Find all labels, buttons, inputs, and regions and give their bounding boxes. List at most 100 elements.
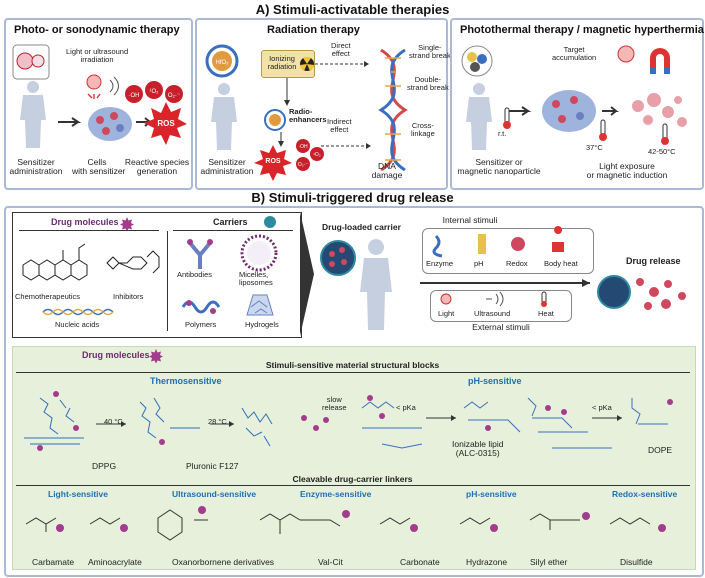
hfo2-particle-icon: HfO₂	[205, 44, 239, 78]
redox-sensitive-label: Redox-sensitive	[612, 489, 678, 499]
arrow-down	[278, 132, 284, 147]
human-body-icon	[360, 239, 392, 330]
chemotherapeutic-structure	[22, 243, 88, 281]
lamp-magnet-icon	[617, 45, 670, 74]
panel-title: Photothermal therapy / magnetic hyperthe…	[460, 24, 704, 36]
ionizing-label: Ionizing radiation	[267, 54, 297, 71]
green-drug-molecules-label: Drug molecules	[82, 350, 150, 360]
hydrogel-icon	[246, 294, 274, 316]
blocks-title: Stimuli-sensitive material structural bl…	[265, 360, 440, 370]
linker-aminoacrylate: Aminoacrylate	[88, 557, 142, 567]
cross-linkage-label: Cross- linkage	[411, 121, 435, 138]
hfo2-text: HfO₂	[216, 60, 230, 66]
dashed-arrow	[315, 61, 369, 67]
lamp-icon	[86, 74, 119, 99]
caption-cells: Cells with sensitizer	[72, 157, 126, 176]
ros-burst-icon: ROS	[144, 102, 187, 145]
chemotherapeutics-label: Chemotherapeutics	[15, 292, 81, 301]
drug-loaded-carrier-label: Drug-loaded carrier	[322, 222, 401, 232]
linker-hydrazone: Hydrazone	[466, 557, 508, 567]
cells-cluster-icon	[88, 107, 132, 141]
inhibitors-label: Inhibitors	[113, 292, 144, 301]
ph-strip-icon	[478, 234, 486, 254]
caption-sensitizer: Sensitizer administration	[200, 157, 254, 176]
species-oh: ·OH	[129, 93, 140, 99]
direct-effect-label: Direct effect	[331, 41, 351, 58]
linker-val-cit: Val-Cit	[318, 557, 343, 567]
caption-sensitizer-np: Sensitizer or magnetic nanoparticle	[457, 157, 541, 176]
ionizing-radiation-box: Ionizing radiation	[261, 50, 315, 78]
human-body-icon	[20, 81, 46, 148]
drug-release-label: Drug release	[626, 256, 681, 266]
dope-label: DOPE	[648, 445, 673, 455]
drug-molecule-icon	[120, 217, 134, 232]
arrow-down	[284, 78, 290, 106]
linker-structures	[25, 506, 666, 541]
carriers-label: Carriers	[213, 217, 248, 227]
enzyme-sensitive-label: Enzyme-sensitive	[300, 489, 372, 499]
thermo-structures	[24, 391, 329, 451]
temp-42-50-label: 42-50°C	[648, 147, 676, 156]
human-body-icon	[466, 83, 492, 150]
radiation-hazard-icon	[300, 56, 314, 71]
divider	[173, 230, 293, 231]
inhibitor-structure	[106, 250, 160, 274]
heat-label: Heat	[538, 309, 554, 318]
dashed-arrow	[321, 143, 371, 149]
arrow-icon	[602, 106, 619, 116]
ultrasound-label: Ultrasound	[474, 309, 511, 318]
ros-species: ·OH ¹O₂ O₂·⁻	[125, 81, 183, 103]
carrier-sphere-icon	[264, 216, 276, 228]
internal-stimuli-box	[422, 228, 594, 274]
species-oh: ·OH	[298, 144, 308, 150]
divider	[16, 485, 690, 486]
ultrasound-icon	[486, 291, 504, 307]
temp-28-label: 28 °C	[208, 417, 227, 426]
enzyme-icon	[432, 234, 443, 258]
drug-molecule-icon	[149, 349, 163, 364]
ros-text: ROS	[265, 158, 281, 165]
body-heat-label: Body heat	[544, 259, 578, 268]
linker-silyl-ether: Silyl ether	[530, 557, 568, 567]
panel-radiation-therapy: Radiation therapy HfO₂ Ionizing radiatio…	[195, 18, 451, 190]
redox-label: Redox	[506, 259, 528, 268]
thermometer-icon	[503, 107, 511, 129]
internal-stimuli-label: Internal stimuli	[442, 215, 498, 225]
caption-dna-damage: DNA damage	[371, 161, 403, 180]
linker-carbonate: Carbonate	[400, 557, 440, 567]
temp-37-label: 37°C	[586, 143, 603, 152]
ph-label: pH	[474, 259, 484, 268]
linker-carbamate: Carbamate	[32, 557, 75, 567]
light-sensitive-label: Light-sensitive	[48, 489, 108, 499]
hydrogels-label: Hydrogels	[245, 320, 279, 329]
ph-sensitive-label: pH-sensitive	[468, 376, 522, 386]
panel-photothermal: Photothermal therapy / magnetic hyperthe…	[450, 18, 704, 190]
arrow-release	[420, 279, 590, 287]
target-accumulation-label: Target accumulation	[552, 45, 597, 62]
nanoparticle-icon	[461, 45, 493, 77]
species-o2-radical: O₂·⁻	[168, 93, 180, 99]
arrow-icon	[508, 106, 532, 116]
divider-vertical	[167, 231, 168, 331]
dppg-label: DPPG	[92, 461, 117, 471]
pluronic-label: Pluronic F127	[186, 461, 239, 471]
ionizable-lipid-label: Ionizable lipid (ALC-0315)	[452, 439, 504, 458]
hfo2-particle-small	[264, 109, 286, 131]
light-label: Light	[438, 309, 455, 318]
antibodies-label: Antibodies	[177, 270, 213, 279]
drug-loaded-carrier-icon	[320, 240, 356, 276]
light-icon	[440, 293, 452, 305]
caption-sensitizer: Sensitizer administration	[9, 157, 63, 176]
caption-reactive: Reactive species generation	[124, 157, 190, 176]
pka2-label: < pKa	[592, 403, 612, 412]
external-stimuli-label: External stimuli	[472, 322, 530, 332]
indirect-effect-label: Indirect effect	[327, 117, 352, 134]
divider	[16, 372, 690, 373]
nucleic-acids-label: Nucleic acids	[55, 320, 100, 329]
species-o2: ¹O₂	[313, 152, 321, 158]
thermometer-icon	[661, 123, 669, 145]
tumor-cluster-icon	[542, 90, 596, 132]
polymers-label: Polymers	[185, 320, 217, 329]
micelles-label: Micelles, liposomes	[239, 270, 273, 287]
drug-carriers-box: Drug molecules Chemotherapeutics Inhibit…	[12, 212, 302, 338]
